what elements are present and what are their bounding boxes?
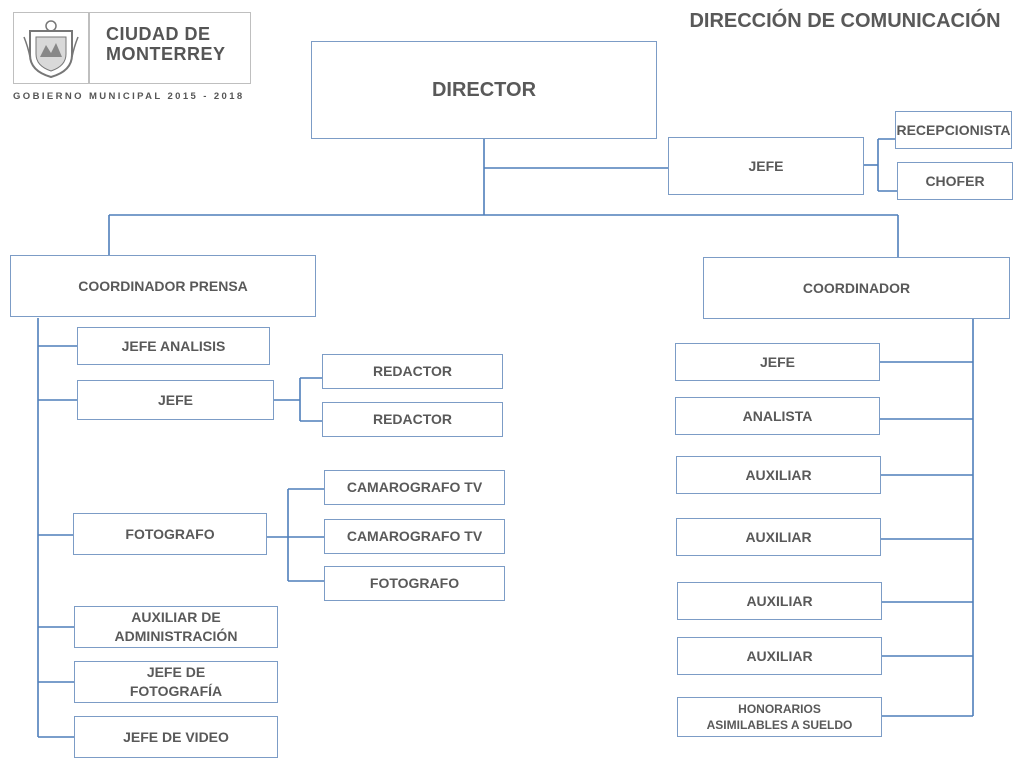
director-box: DIRECTOR — [311, 41, 657, 139]
page-title: DIRECCIÓN DE COMUNICACIÓN — [689, 10, 1001, 32]
camarografo-box-2: CAMAROGRAFO TV — [324, 519, 505, 554]
redactor-box-2: REDACTOR — [322, 402, 503, 437]
analista-box: ANALISTA — [675, 397, 880, 435]
chofer-box: CHOFER — [897, 162, 1013, 200]
government-period: GOBIERNO MUNICIPAL 2015 - 2018 — [13, 91, 245, 102]
honorarios-box: HONORARIOS ASIMILABLES A SUELDO — [677, 697, 882, 737]
jefe-box-right: JEFE — [675, 343, 880, 381]
city-name-line1: CIUDAD DE — [106, 24, 211, 44]
logo-divider — [88, 13, 90, 83]
auxiliar-administracion-box: AUXILIAR DE ADMINISTRACIÓN — [74, 606, 278, 648]
jefe-fotografia-box: JEFE DE FOTOGRAFÍA — [74, 661, 278, 703]
fotografo-box-2: FOTOGRAFO — [324, 566, 505, 601]
coordinador-box: COORDINADOR — [703, 257, 1010, 319]
auxiliar-box-1: AUXILIAR — [676, 456, 881, 494]
auxiliar-box-4: AUXILIAR — [677, 637, 882, 675]
auxiliar-box-3: AUXILIAR — [677, 582, 882, 620]
jefe-prensa-box: JEFE — [77, 380, 274, 420]
city-name-line2: MONTERREY — [106, 43, 226, 64]
monterrey-crest-icon — [23, 20, 79, 79]
redactor-box-1: REDACTOR — [322, 354, 503, 389]
city-name: CIUDAD DE MONTERREY — [106, 24, 226, 65]
city-logo: CIUDAD DE MONTERREY — [13, 12, 251, 84]
coordinador-prensa-box: COORDINADOR PRENSA — [10, 255, 316, 317]
auxiliar-box-2: AUXILIAR — [676, 518, 881, 556]
camarografo-box-1: CAMAROGRAFO TV — [324, 470, 505, 505]
fotografo-box: FOTOGRAFO — [73, 513, 267, 555]
jefe-analisis-box: JEFE ANALISIS — [77, 327, 270, 365]
recepcionista-box: RECEPCIONISTA — [895, 111, 1012, 149]
jefe-box-top: JEFE — [668, 137, 864, 195]
jefe-video-box: JEFE DE VIDEO — [74, 716, 278, 758]
